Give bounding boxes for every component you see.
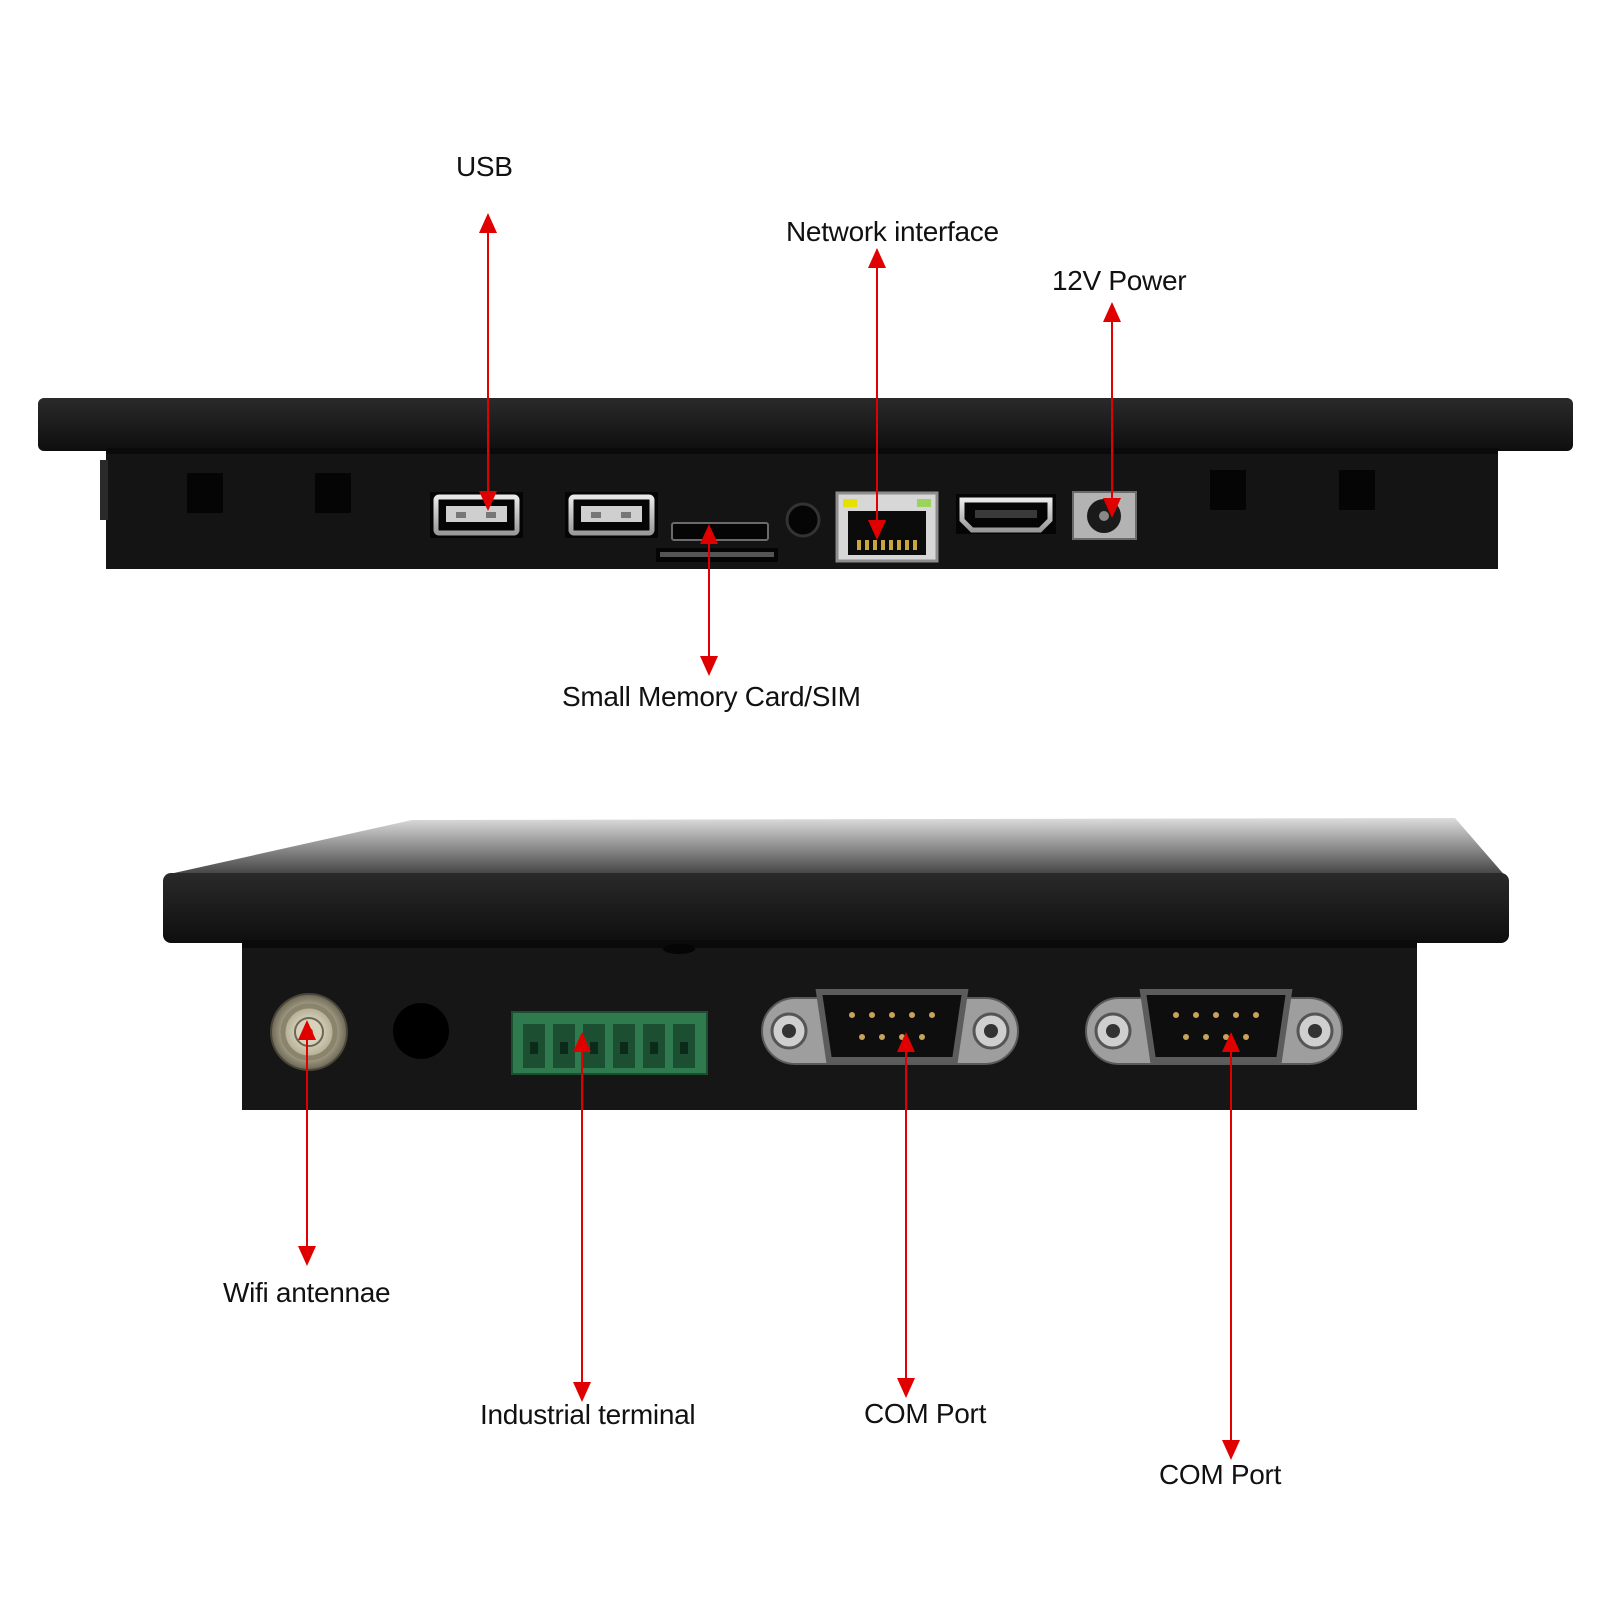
com-port-label-2: COM Port bbox=[1159, 1459, 1282, 1490]
memory-arrow bbox=[700, 524, 718, 676]
bottom-device-top-face bbox=[165, 818, 1507, 878]
com-port-2[interactable] bbox=[1085, 989, 1343, 1065]
vent-hole bbox=[315, 473, 351, 513]
com1-arrow bbox=[897, 1032, 915, 1398]
network-port[interactable] bbox=[835, 491, 939, 563]
com-port-1[interactable] bbox=[761, 989, 1019, 1065]
power-label: 12V Power bbox=[1052, 265, 1187, 296]
terminal-arrow bbox=[573, 1032, 591, 1402]
com2-arrow bbox=[1222, 1032, 1240, 1460]
wifi-arrow bbox=[298, 1020, 316, 1266]
wifi-antenna-label: Wifi antennae bbox=[223, 1277, 391, 1308]
power-jack[interactable] bbox=[1072, 491, 1137, 540]
industrial-terminal-label: Industrial terminal bbox=[480, 1399, 696, 1430]
vent-hole bbox=[1210, 470, 1246, 510]
hdmi-port[interactable] bbox=[956, 494, 1056, 534]
industrial-terminal-block[interactable] bbox=[511, 1011, 708, 1075]
vent-hole bbox=[1339, 470, 1375, 510]
vent-hole bbox=[187, 473, 223, 513]
power-arrow bbox=[1103, 302, 1121, 518]
top-device-bezel bbox=[38, 398, 1573, 451]
network-arrow bbox=[868, 248, 886, 540]
com-port-label-1: COM Port bbox=[864, 1398, 987, 1429]
round-hole bbox=[393, 1003, 449, 1059]
network-interface-label: Network interface bbox=[786, 216, 999, 247]
usb-port-1[interactable] bbox=[430, 492, 523, 538]
usb-arrow bbox=[479, 213, 497, 511]
bottom-device bbox=[163, 818, 1509, 1110]
audio-jack[interactable] bbox=[785, 502, 821, 538]
usb-port-2[interactable] bbox=[565, 492, 658, 538]
top-device bbox=[38, 398, 1573, 569]
memory-card-label: Small Memory Card/SIM bbox=[562, 681, 861, 712]
usb-label: USB bbox=[456, 151, 513, 182]
memory-card-slot[interactable] bbox=[656, 522, 778, 562]
bottom-device-bezel bbox=[163, 873, 1509, 943]
